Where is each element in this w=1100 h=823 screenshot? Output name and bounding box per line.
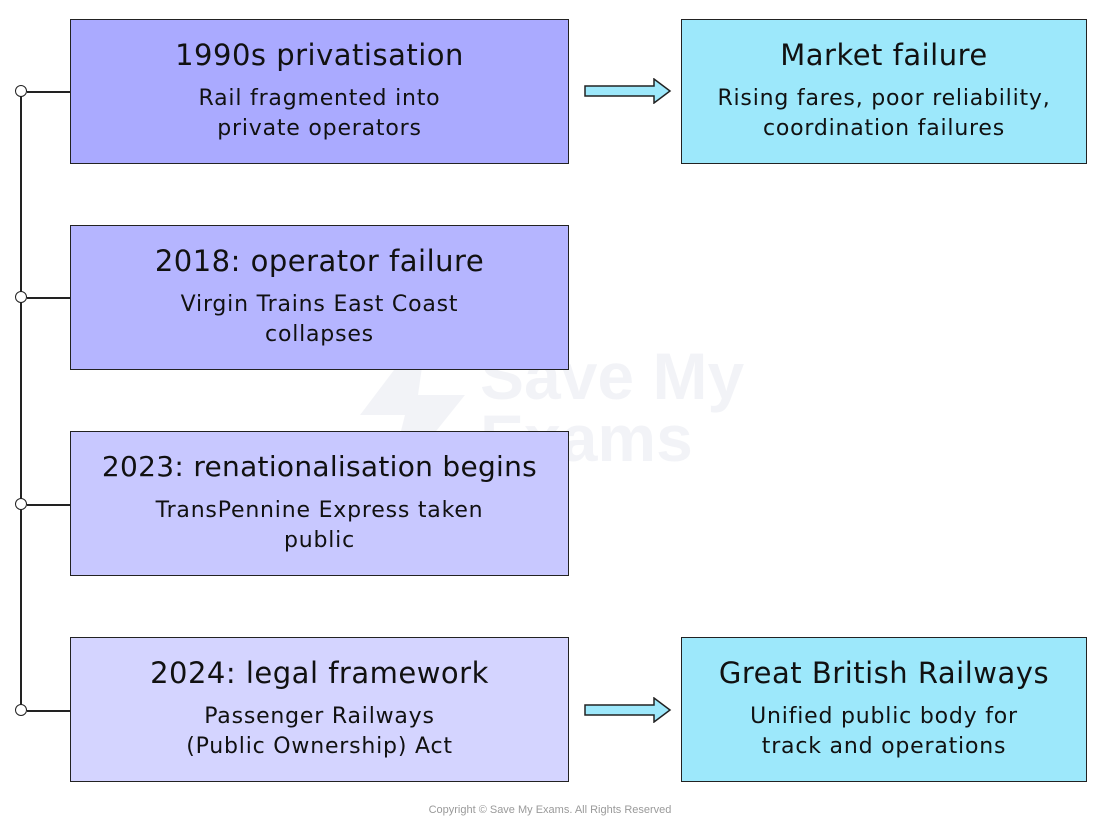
timeline-connector	[27, 504, 70, 506]
event-box-privatisation: 1990s privatisation Rail fragmented into…	[70, 19, 569, 164]
timeline-connector	[27, 297, 70, 299]
event-box-legal-framework: 2024: legal framework Passenger Railways…	[70, 637, 569, 782]
event-description: Passenger Railways (Public Ownership) Ac…	[186, 704, 453, 759]
outcome-title: Market failure	[780, 38, 988, 72]
outcome-description: Unified public body for track and operat…	[750, 704, 1018, 759]
outcome-box-great-british-railways: Great British Railways Unified public bo…	[681, 637, 1087, 782]
timeline-node	[14, 498, 27, 510]
event-description: Virgin Trains East Coast collapses	[180, 292, 459, 347]
arrow-right-icon	[584, 78, 672, 104]
event-description: TransPennine Express taken public	[155, 498, 484, 553]
timeline-line	[20, 91, 22, 711]
copyright-notice: Copyright © Save My Exams. All Rights Re…	[428, 804, 672, 816]
outcome-description: Rising fares, poor reliability, coordina…	[717, 86, 1051, 141]
timeline-node	[14, 704, 27, 716]
event-box-operator-failure: 2018: operator failure Virgin Trains Eas…	[70, 225, 569, 370]
timeline-connector	[27, 710, 70, 712]
event-title: 1990s privatisation	[175, 38, 464, 72]
event-description: Rail fragmented into private operators	[198, 86, 441, 141]
timeline-node	[14, 291, 27, 303]
event-title: 2023: renationalisation begins	[101, 450, 538, 483]
arrow-right-icon	[584, 697, 672, 723]
event-title: 2024: legal framework	[150, 656, 489, 690]
timeline-node	[14, 85, 27, 97]
timeline-connector	[27, 91, 70, 93]
event-title: 2018: operator failure	[154, 244, 485, 278]
outcome-title: Great British Railways	[718, 656, 1050, 690]
outcome-box-market-failure: Market failure Rising fares, poor reliab…	[681, 19, 1087, 164]
event-box-renationalisation: 2023: renationalisation begins TransPenn…	[70, 431, 569, 576]
